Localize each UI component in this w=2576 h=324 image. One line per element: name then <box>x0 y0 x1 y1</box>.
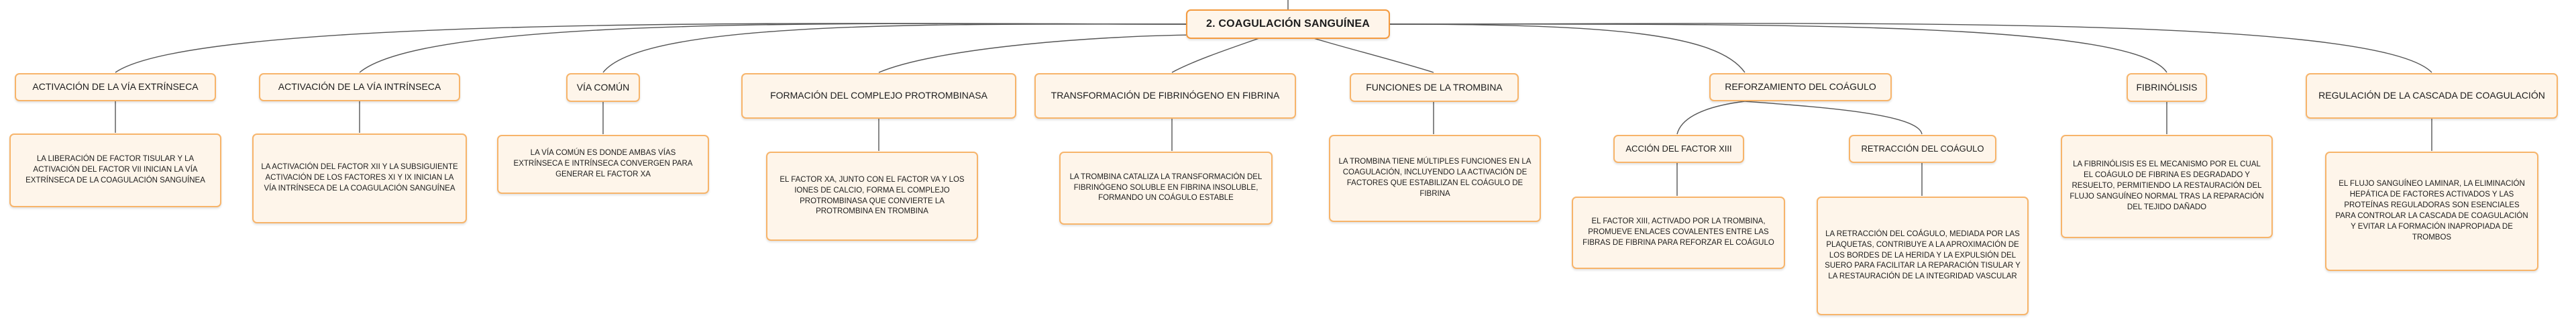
detail-text: LA VÍA COMÚN ES DONDE AMBAS VÍAS EXTRÍNS… <box>513 149 693 178</box>
branch-via-extrinseca[interactable]: ACTIVACIÓN DE LA VÍA EXTRÍNSECA <box>15 73 216 101</box>
detail-fibrinogeno-fibrina[interactable]: LA TROMBINA CATALIZA LA TRANSFORMACIÓN D… <box>1059 152 1273 225</box>
branch-via-comun[interactable]: VÍA COMÚN <box>566 73 640 102</box>
subbranch-label: RETRACCIÓN DEL COÁGULO <box>1861 144 1984 154</box>
detail-text: EL FACTOR XA, JUNTO CON EL FACTOR VA Y L… <box>780 175 965 216</box>
detail-funciones-trombina[interactable]: LA TROMBINA TIENE MÚLTIPLES FUNCIONES EN… <box>1329 135 1541 222</box>
branch-label: FUNCIONES DE LA TROMBINA <box>1366 81 1503 93</box>
root-node[interactable]: 2. COAGULACIÓN SANGUÍNEA <box>1186 9 1390 39</box>
branch-label: ACTIVACIÓN DE LA VÍA EXTRÍNSECA <box>32 81 199 93</box>
detail-text: EL FLUJO SANGUÍNEO LAMINAR, LA ELIMINACI… <box>2335 180 2528 241</box>
branch-complejo-protrombinasa[interactable]: FORMACIÓN DEL COMPLEJO PROTROMBINASA <box>741 73 1016 119</box>
detail-text: LA ACTIVACIÓN DEL FACTOR XII Y LA SUBSIG… <box>261 163 458 193</box>
detail-via-extrinseca[interactable]: LA LIBERACIÓN DE FACTOR TISULAR Y LA ACT… <box>9 133 221 207</box>
subbranch-label: ACCIÓN DEL FACTOR XIII <box>1625 144 1732 154</box>
detail-text: LA FIBRINÓLISIS ES EL MECANISMO POR EL C… <box>2070 160 2264 211</box>
branch-label: REGULACIÓN DE LA CASCADA DE COAGULACIÓN <box>2318 90 2545 101</box>
branch-regulacion-cascada[interactable]: REGULACIÓN DE LA CASCADA DE COAGULACIÓN <box>2306 73 2558 119</box>
subbranch-retraccion-coagulo[interactable]: RETRACCIÓN DEL COÁGULO <box>1849 135 1996 163</box>
root-label: 2. COAGULACIÓN SANGUÍNEA <box>1206 17 1370 30</box>
branch-via-intrinseca[interactable]: ACTIVACIÓN DE LA VÍA INTRÍNSECA <box>259 73 460 101</box>
branch-label: VÍA COMÚN <box>576 81 630 93</box>
branch-reforzamiento-coagulo[interactable]: REFORZAMIENTO DEL COÁGULO <box>1709 73 1892 101</box>
branch-label: ACTIVACIÓN DE LA VÍA INTRÍNSECA <box>278 81 441 93</box>
detail-retraccion-coagulo[interactable]: LA RETRACCIÓN DEL COÁGULO, MEDIADA POR L… <box>1817 197 2029 315</box>
detail-regulacion-cascada[interactable]: EL FLUJO SANGUÍNEO LAMINAR, LA ELIMINACI… <box>2325 152 2538 271</box>
detail-text: LA LIBERACIÓN DE FACTOR TISULAR Y LA ACT… <box>25 155 205 184</box>
branch-label: REFORZAMIENTO DEL COÁGULO <box>1725 81 1876 93</box>
detail-factor-xiii[interactable]: EL FACTOR XIII, ACTIVADO POR LA TROMBINA… <box>1572 197 1785 269</box>
detail-complejo-protrombinasa[interactable]: EL FACTOR XA, JUNTO CON EL FACTOR VA Y L… <box>766 152 978 241</box>
detail-via-intrinseca[interactable]: LA ACTIVACIÓN DEL FACTOR XII Y LA SUBSIG… <box>252 133 467 223</box>
branch-fibrinogeno-fibrina[interactable]: TRANSFORMACIÓN DE FIBRINÓGENO EN FIBRINA <box>1034 73 1296 119</box>
detail-text: LA TROMBINA CATALIZA LA TRANSFORMACIÓN D… <box>1069 172 1263 203</box>
branch-label: FIBRINÓLISIS <box>2136 81 2198 93</box>
detail-fibrinolisis[interactable]: LA FIBRINÓLISIS ES EL MECANISMO POR EL C… <box>2061 135 2273 238</box>
detail-text: LA RETRACCIÓN DEL COÁGULO, MEDIADA POR L… <box>1825 229 2021 281</box>
detail-text: EL FACTOR XIII, ACTIVADO POR LA TROMBINA… <box>1582 217 1774 247</box>
branch-fibrinolisis[interactable]: FIBRINÓLISIS <box>2127 73 2207 102</box>
branch-label: TRANSFORMACIÓN DE FIBRINÓGENO EN FIBRINA <box>1051 90 1280 101</box>
subbranch-factor-xiii[interactable]: ACCIÓN DEL FACTOR XIII <box>1613 135 1744 163</box>
detail-via-comun[interactable]: LA VÍA COMÚN ES DONDE AMBAS VÍAS EXTRÍNS… <box>497 135 709 194</box>
branch-funciones-trombina[interactable]: FUNCIONES DE LA TROMBINA <box>1350 73 1519 102</box>
branch-label: FORMACIÓN DEL COMPLEJO PROTROMBINASA <box>770 90 987 101</box>
detail-text: LA TROMBINA TIENE MÚLTIPLES FUNCIONES EN… <box>1338 158 1532 198</box>
